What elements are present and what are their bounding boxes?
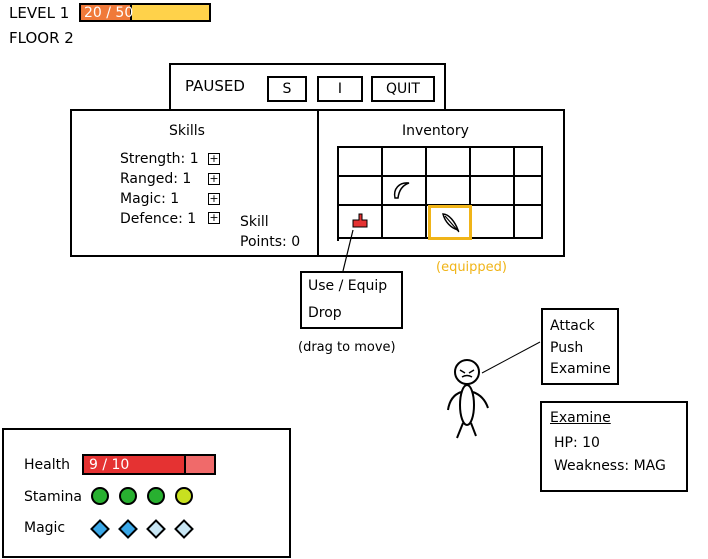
equipped-label: (equipped) bbox=[436, 260, 507, 275]
item-context-menu: Use / Equip Drop bbox=[300, 271, 403, 329]
inventory-grid bbox=[337, 146, 543, 241]
inventory-slot[interactable] bbox=[383, 206, 427, 239]
magic-pip bbox=[90, 519, 110, 539]
inventory-slot[interactable] bbox=[383, 177, 427, 206]
skill-points-value: Points: 0 bbox=[240, 234, 301, 250]
stamina-pip bbox=[175, 487, 193, 505]
inventory-slot[interactable] bbox=[339, 177, 383, 206]
examine-weakness: Weakness: MAG bbox=[554, 458, 666, 474]
inventory-slot[interactable] bbox=[427, 148, 471, 177]
inventory-slot[interactable] bbox=[383, 148, 427, 177]
feather-icon bbox=[442, 213, 460, 233]
inventory-slot[interactable] bbox=[515, 148, 543, 177]
panel-divider bbox=[317, 111, 319, 255]
examine-panel: Examine HP: 10 Weakness: MAG bbox=[540, 401, 688, 492]
health-bar-fill bbox=[84, 456, 186, 473]
health-label: Health bbox=[24, 457, 70, 473]
skill-magic-label: Magic: 1 bbox=[120, 191, 180, 207]
skills-button[interactable]: S bbox=[267, 76, 307, 102]
magic-plus-button[interactable]: + bbox=[208, 192, 220, 205]
skill-ranged-label: Ranged: 1 bbox=[120, 171, 192, 187]
inventory-slot[interactable] bbox=[471, 206, 515, 239]
pause-panel: Skills Strength: 1 + Ranged: 1 + Magic: … bbox=[70, 109, 565, 257]
inventory-slot[interactable] bbox=[339, 148, 383, 177]
defence-plus-button[interactable]: + bbox=[208, 211, 220, 224]
use-equip-option[interactable]: Use / Equip bbox=[308, 278, 388, 294]
inventory-slot[interactable] bbox=[339, 206, 383, 239]
skill-defence-label: Defence: 1 bbox=[120, 211, 197, 227]
inventory-slot[interactable] bbox=[471, 148, 515, 177]
stamina-pip bbox=[119, 487, 137, 505]
strength-plus-button[interactable]: + bbox=[208, 152, 220, 165]
enemy-figure[interactable] bbox=[440, 340, 545, 440]
quit-button[interactable]: QUIT bbox=[371, 76, 435, 102]
attack-option[interactable]: Attack bbox=[550, 318, 595, 334]
examine-title: Examine bbox=[550, 410, 611, 426]
examine-option[interactable]: Examine bbox=[550, 361, 611, 377]
stamina-label: Stamina bbox=[24, 489, 82, 505]
magic-pip bbox=[174, 519, 194, 539]
magic-pip bbox=[146, 519, 166, 539]
status-panel: Health 9 / 10 Stamina Magic bbox=[2, 428, 291, 558]
xp-text: 20 / 50 bbox=[84, 5, 134, 21]
push-option[interactable]: Push bbox=[550, 340, 584, 356]
inventory-button[interactable]: I bbox=[317, 76, 363, 102]
item-menu-connector bbox=[342, 229, 354, 272]
level-label: LEVEL 1 bbox=[9, 4, 70, 22]
health-text: 9 / 10 bbox=[89, 457, 130, 473]
floor-label: FLOOR 2 bbox=[9, 29, 74, 47]
pause-bar: PAUSED S I QUIT bbox=[169, 63, 446, 111]
examine-hp: HP: 10 bbox=[554, 435, 600, 451]
ranged-plus-button[interactable]: + bbox=[208, 172, 220, 185]
inventory-slot[interactable] bbox=[515, 177, 543, 206]
inventory-title: Inventory bbox=[402, 123, 469, 139]
skill-strength-label: Strength: 1 bbox=[120, 151, 199, 167]
equipped-highlight[interactable] bbox=[428, 205, 472, 240]
magic-pip bbox=[118, 519, 138, 539]
boomerang-icon bbox=[393, 182, 410, 199]
paused-label: PAUSED bbox=[185, 77, 245, 95]
stamina-pip bbox=[147, 487, 165, 505]
health-bar: 9 / 10 bbox=[82, 454, 216, 475]
enemy-action-menu: Attack Push Examine bbox=[541, 308, 619, 385]
red-potion-icon bbox=[352, 213, 368, 228]
inventory-slot[interactable] bbox=[427, 177, 471, 206]
xp-bar-fill bbox=[81, 5, 133, 20]
inventory-slot[interactable] bbox=[515, 206, 543, 239]
skills-title: Skills bbox=[169, 123, 205, 139]
magic-label: Magic bbox=[24, 520, 66, 536]
drag-hint: (drag to move) bbox=[298, 340, 396, 355]
stamina-pip bbox=[91, 487, 109, 505]
inventory-slot[interactable] bbox=[471, 177, 515, 206]
skill-points-label: Skill bbox=[240, 214, 269, 230]
drop-option[interactable]: Drop bbox=[308, 305, 342, 321]
xp-bar: 20 / 50 bbox=[79, 3, 211, 22]
